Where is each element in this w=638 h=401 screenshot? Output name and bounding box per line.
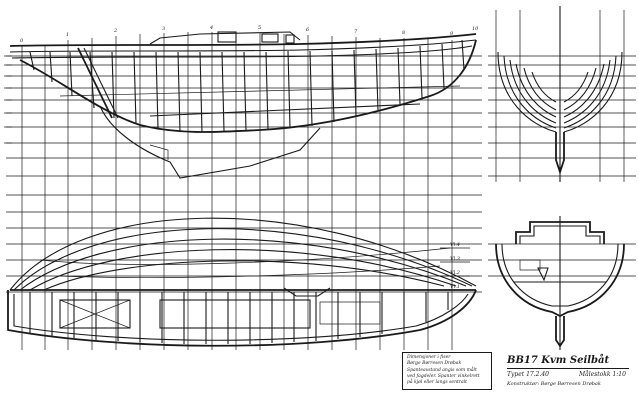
drawing-type: Typet 17.2.40	[507, 371, 550, 378]
station-number: 5	[258, 25, 262, 31]
waterline-label-ticks	[440, 247, 470, 277]
body-plan-sections	[497, 51, 623, 133]
drawing-scale: Målestokk 1:10	[579, 371, 626, 378]
sheer-line	[9, 33, 477, 47]
midship-cabin	[515, 221, 605, 244]
waterline-label-4: Vl.4	[450, 242, 460, 248]
midship-section-view	[488, 216, 636, 350]
half-breadth-grid	[6, 194, 482, 293]
legend-line: Dimensjoner i fiser	[407, 355, 451, 360]
station-number: 2	[114, 28, 118, 34]
legend-line: Spanteavstand angis som målt	[407, 368, 477, 373]
profile-left-scale	[4, 55, 12, 144]
body-plan-view	[488, 6, 636, 182]
body-plan-grid	[488, 10, 636, 182]
profile-frames	[29, 39, 465, 133]
title-underline	[507, 368, 629, 369]
legend-line: Børge Børresen Drøbak	[407, 361, 462, 366]
station-number: 7	[354, 29, 358, 35]
profile-keel-fin	[99, 105, 321, 179]
drawing-title: BB17 Kvm Seilbåt	[507, 355, 610, 366]
half-breadth-view	[6, 194, 482, 347]
station-number: 6	[306, 27, 310, 33]
legend-line: ved fagdeler. Spanter vinkelrett	[407, 374, 480, 379]
station-number: 9	[450, 31, 454, 37]
profile-waterline-grid	[6, 55, 482, 177]
station-number: 0	[20, 38, 24, 44]
station-number: 1	[66, 32, 70, 38]
half-breadth-waterlines	[9, 217, 477, 291]
deck-plan-outline	[7, 289, 477, 347]
title-block: BB17 Kvm Seilbåt Typet 17.2.40 Målestokk…	[507, 355, 632, 399]
profile-view	[4, 31, 482, 350]
station-number: 3	[162, 26, 166, 32]
station-number: 4	[210, 25, 214, 31]
profile-keel-line	[19, 39, 477, 133]
drawing-constructor: Konstruktør: Børge Børresen Drøbak	[507, 381, 601, 387]
waterline-label-2: Vl.2	[450, 270, 460, 276]
legend-box: Dimensjoner i fiser Børge Børresen Drøba…	[402, 352, 492, 390]
midship-hull	[495, 243, 625, 318]
waterline-label-3: Vl.3	[450, 256, 460, 262]
legend-line: på kjøl eller langs sentralt	[407, 380, 467, 385]
waterline-label-1: Vl.1	[450, 284, 460, 290]
station-number: 8	[402, 30, 406, 36]
station-lines	[21, 32, 453, 350]
station-number: 10	[472, 26, 479, 32]
